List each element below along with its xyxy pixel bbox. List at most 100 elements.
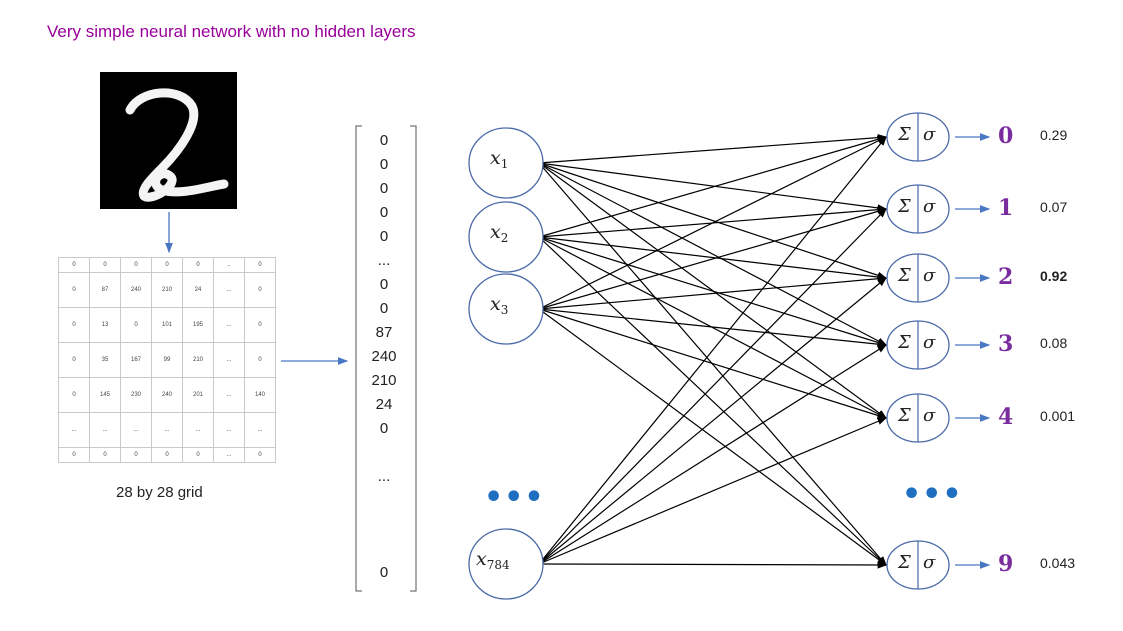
grid-cell: 13 xyxy=(89,307,121,343)
class-label: 9 xyxy=(998,551,1014,577)
weight-edge xyxy=(538,162,888,212)
weight-edge xyxy=(538,236,888,346)
output-ellipsis: ••• xyxy=(902,477,963,512)
grid-cell: ... xyxy=(182,412,214,448)
input-node-label: x1 xyxy=(490,147,508,171)
sigmoid-symbol: σ xyxy=(923,405,936,426)
weight-edge xyxy=(538,275,888,310)
class-probability: 0.08 xyxy=(1040,335,1068,351)
vector-entry: 0 xyxy=(379,420,389,437)
weight-edge xyxy=(538,162,888,279)
grid-cell: 0 xyxy=(58,377,90,413)
vector-entry: 0 xyxy=(379,204,389,221)
vector-entry: 0 xyxy=(379,276,389,293)
weight-edge xyxy=(538,136,887,565)
grid-cell: 0 xyxy=(244,272,276,308)
grid-cell: ... xyxy=(213,307,245,343)
vector-entry: 0 xyxy=(379,180,389,197)
grid-cell: 230 xyxy=(120,377,152,413)
vector-entry: 0 xyxy=(379,564,389,581)
grid-cell: 210 xyxy=(151,272,183,308)
vector-entry: 87 xyxy=(375,324,393,341)
grid-cell: 35 xyxy=(89,342,121,378)
weight-edge xyxy=(538,207,888,310)
weight-edge xyxy=(538,308,888,348)
grid-cell: 0 xyxy=(120,307,152,343)
grid-cell: ... xyxy=(244,412,276,448)
sum-symbol: Σ xyxy=(898,124,911,145)
sum-symbol: Σ xyxy=(898,196,911,217)
input-label-base: x xyxy=(490,221,501,243)
vector-entry: 210 xyxy=(371,372,397,389)
input-node-label: x2 xyxy=(490,221,508,245)
class-label: 3 xyxy=(998,331,1014,357)
class-label: 2 xyxy=(998,264,1014,290)
sum-symbol: Σ xyxy=(898,405,911,426)
weight-edge xyxy=(538,561,888,569)
class-probability: 0.29 xyxy=(1040,127,1068,143)
sum-symbol: Σ xyxy=(898,552,911,573)
weight-edge xyxy=(538,136,888,310)
weight-edge xyxy=(538,417,888,565)
input-node xyxy=(468,201,544,273)
vector-entry: 0 xyxy=(379,132,389,149)
weight-edge xyxy=(538,344,888,565)
class-probability: 0.92 xyxy=(1040,268,1068,284)
vector-entry: 0 xyxy=(379,156,389,173)
grid-cell: ... xyxy=(213,272,245,308)
input-label-base: x xyxy=(490,147,501,169)
grid-cell: ... xyxy=(58,412,90,448)
class-label: 1 xyxy=(998,195,1014,221)
diagram-title: Very simple neural network with no hidde… xyxy=(47,22,416,41)
weight-edge xyxy=(538,208,887,565)
grid-cell: ... xyxy=(213,377,245,413)
vector-entry: ... xyxy=(377,468,391,485)
input-node-label: x784 xyxy=(476,548,510,572)
grid-cell: 87 xyxy=(89,272,121,308)
sum-symbol: Σ xyxy=(898,332,911,353)
class-label: 0 xyxy=(998,123,1014,149)
vector-brackets xyxy=(355,125,417,592)
input-label-subscript: 784 xyxy=(486,558,510,572)
sigmoid-symbol: σ xyxy=(923,124,936,145)
grid-cell: ... xyxy=(120,412,152,448)
class-probability: 0.001 xyxy=(1040,408,1076,424)
sigmoid-symbol: σ xyxy=(923,196,936,217)
input-node xyxy=(468,273,544,345)
vector-entry: 0 xyxy=(379,300,389,317)
vector-entry: 0 xyxy=(379,228,389,245)
grid-cell: 0 xyxy=(151,447,183,463)
digit-image xyxy=(100,72,237,209)
grid-cell: 101 xyxy=(151,307,183,343)
input-ellipsis: ••• xyxy=(484,480,545,515)
grid-cell: 195 xyxy=(182,307,214,343)
sigmoid-symbol: σ xyxy=(923,265,936,286)
grid-cell: 0 xyxy=(244,447,276,463)
grid-caption: 28 by 28 grid xyxy=(116,484,203,501)
vector-entry: ... xyxy=(377,252,391,269)
sigmoid-symbol: σ xyxy=(923,552,936,573)
weight-edge xyxy=(538,308,888,419)
weight-edge xyxy=(538,162,888,346)
grid-cell: 0 xyxy=(58,447,90,463)
class-probability: 0.043 xyxy=(1040,555,1076,571)
input-label-subscript: 3 xyxy=(500,303,509,317)
weight-edge xyxy=(538,236,887,566)
input-node xyxy=(468,127,544,199)
input-label-subscript: 2 xyxy=(500,231,509,245)
input-node xyxy=(468,528,544,600)
weight-edge xyxy=(538,236,888,281)
input-node-label: x3 xyxy=(490,293,508,317)
grid-row: ..................... xyxy=(58,412,276,448)
weight-edge xyxy=(538,134,888,164)
input-label-base: x xyxy=(476,548,487,570)
